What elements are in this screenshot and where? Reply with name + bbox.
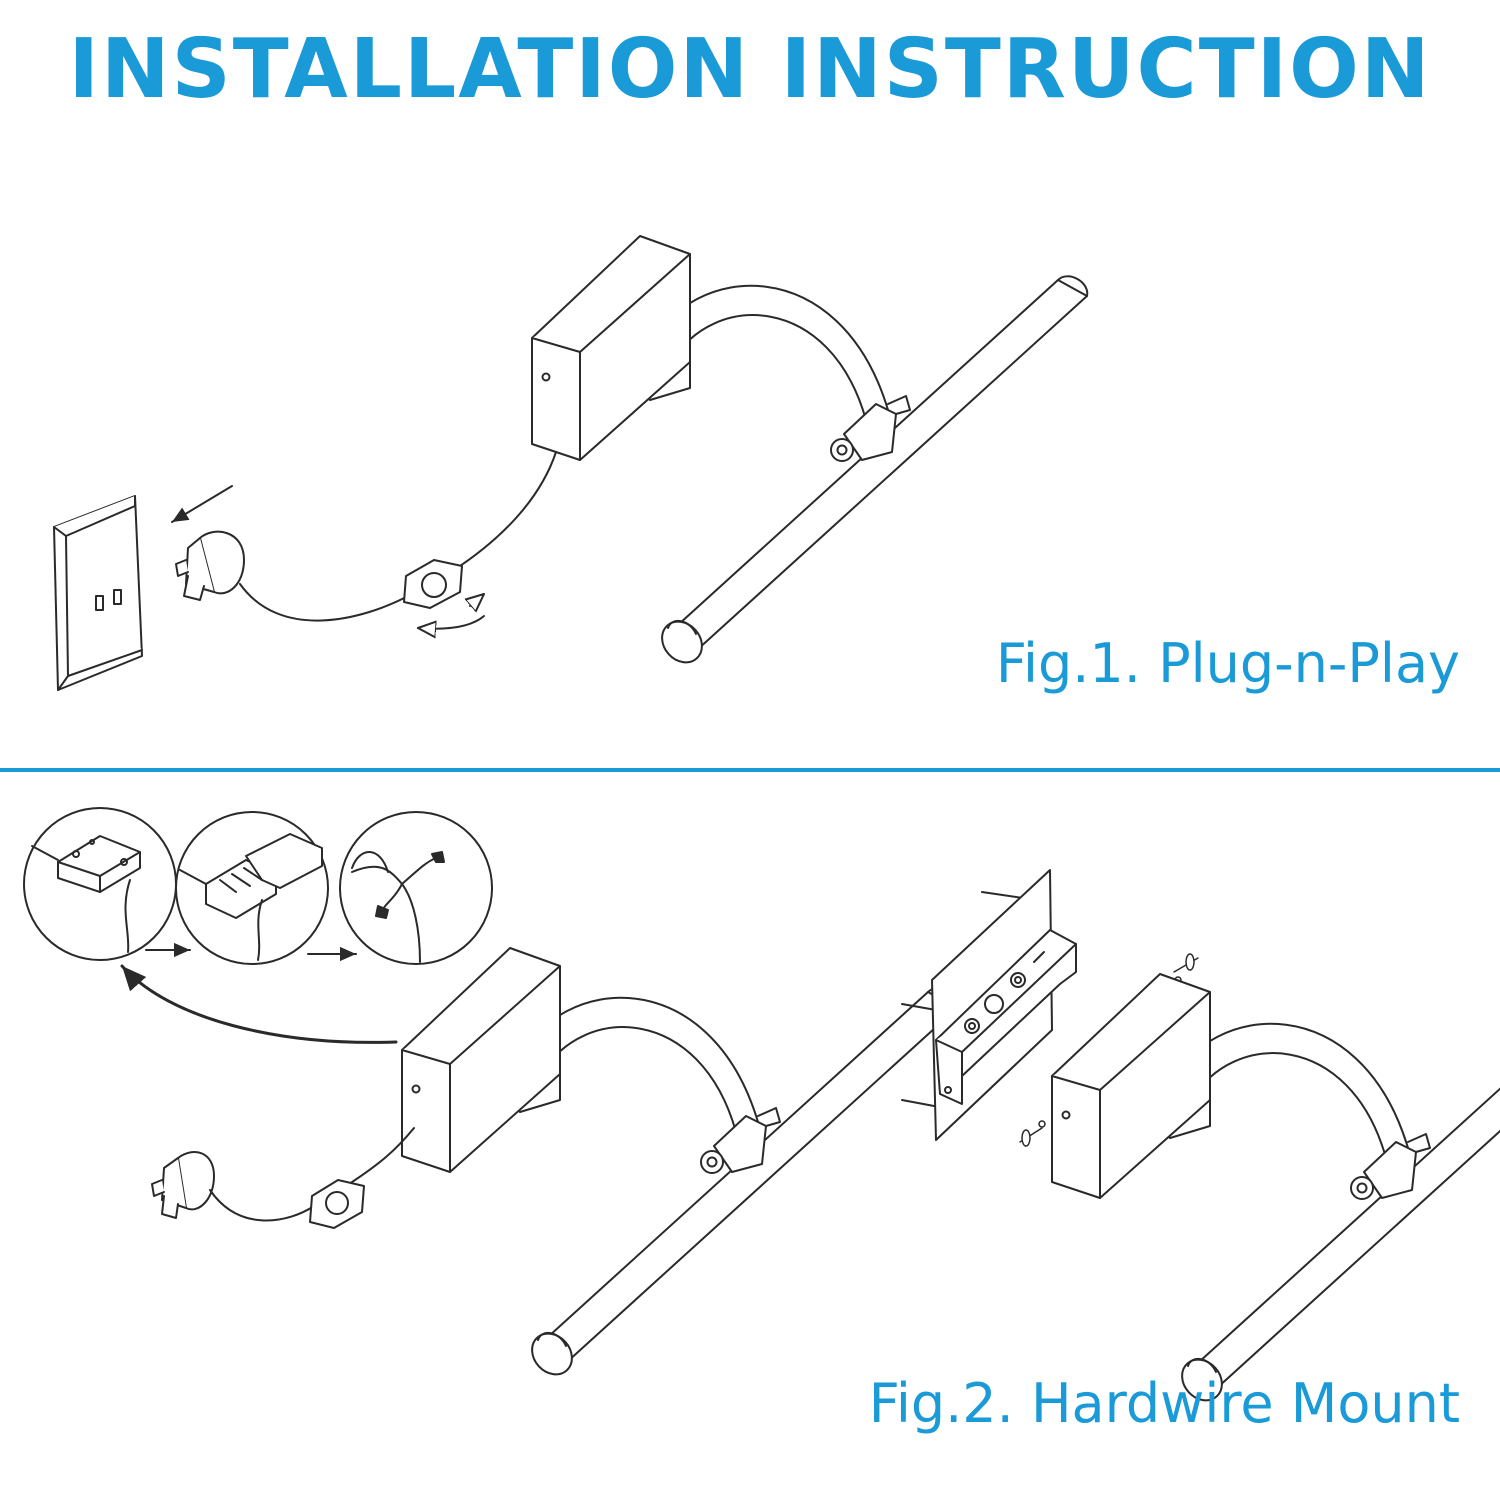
page-title: INSTALLATION INSTRUCTION [68,22,1432,117]
plug [176,532,244,600]
screw-bottom [1020,1121,1045,1146]
screw-top [1174,954,1198,983]
wiring-step-3 [340,812,492,964]
fig2-illustration [24,808,1500,1410]
fig1-illustration [54,235,1089,690]
power-cord [240,452,556,621]
power-cord-fig2 [210,1128,414,1221]
fig2-caption: Fig.2. Hardwire Mount [868,1372,1460,1435]
mounting-bracket [936,930,1076,1104]
wiring-step-2 [176,812,328,964]
lamp-fig1 [531,235,1089,672]
fig1-caption: Fig.1. Plug-n-Play [995,632,1460,695]
dimmer-switch-fig2 [310,1180,364,1228]
plug-fig2 [152,1152,214,1218]
detail-arrow [122,966,396,1042]
wall-outlet [54,496,142,690]
wiring-step-1 [24,808,176,960]
dimmer-switch [404,560,462,608]
rotate-arrow-left [418,616,484,629]
section-divider [0,768,1500,772]
rotate-arrow-up [470,594,484,606]
plug-in-arrow [172,486,232,522]
